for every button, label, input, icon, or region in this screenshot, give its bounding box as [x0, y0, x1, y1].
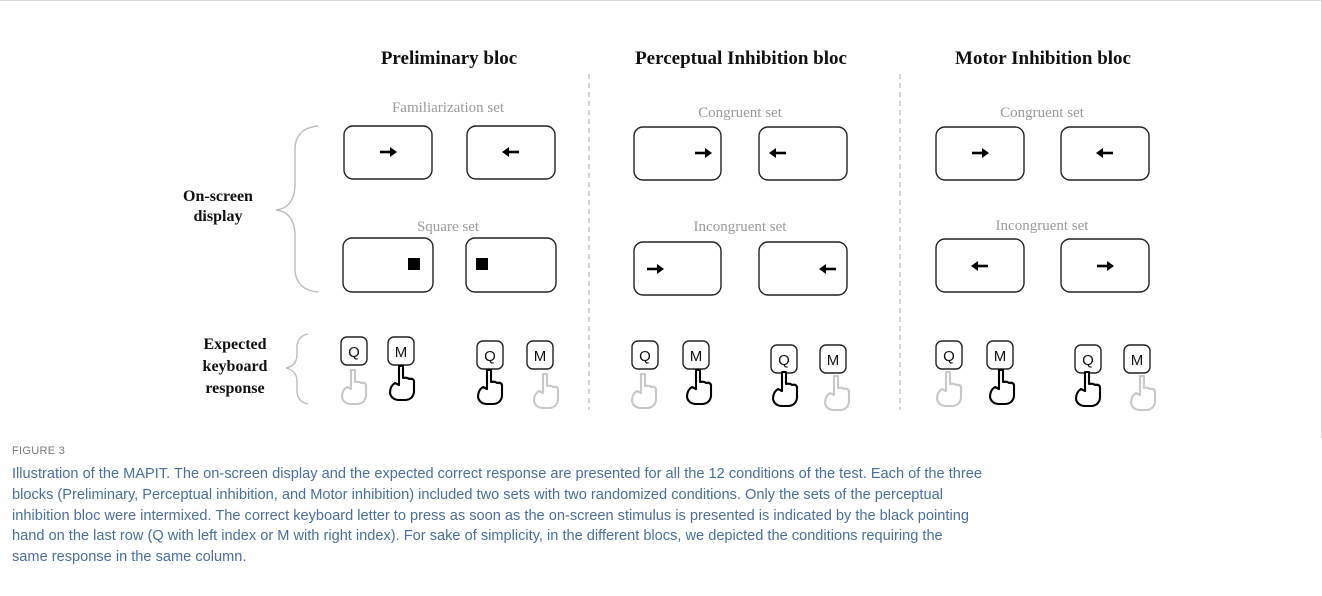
bloc-title-motor: Motor Inhibition bloc: [955, 48, 1131, 69]
screen-incongruent-motor-right: [1060, 238, 1150, 293]
hand-pointing-icon: [388, 364, 416, 402]
screen-congruent-motor-left: [1060, 126, 1150, 181]
screen-familiarization-right: [343, 125, 433, 180]
screen-congruent-perceptual-left: [758, 126, 848, 181]
set-label-congruent-motor: Congruent set: [1000, 105, 1085, 121]
caption-line: blocks (Preliminary, Perceptual inhibiti…: [12, 486, 943, 503]
svg-text:M: M: [994, 348, 1007, 365]
hand-idle-icon: [823, 374, 851, 412]
row-label-response-2: keyboard: [203, 358, 268, 375]
row-label-display-1: On-screen: [183, 188, 253, 205]
set-label-congruent-perceptual: Congruent set: [698, 105, 783, 121]
figure-caption: Illustration of the MAPIT. The on-screen…: [12, 464, 1308, 568]
hand-idle-icon: [630, 372, 658, 410]
row-label-response-3: response: [205, 380, 264, 397]
square-stimulus-icon: [408, 258, 420, 270]
square-stimulus-icon: [476, 258, 488, 270]
row-label-display-2: display: [194, 208, 243, 225]
bloc-title-perceptual: Perceptual Inhibition bloc: [635, 48, 847, 69]
hand-pointing-icon: [476, 368, 504, 406]
caption-line: inhibition bloc were intermixed. The cor…: [12, 507, 969, 524]
screen-congruent-perceptual-right: [633, 126, 722, 181]
screen-incongruent-perceptual-right-side: [758, 241, 848, 296]
screen-square-left: [465, 237, 557, 293]
hand-idle-icon: [1129, 374, 1157, 412]
row-label-response-1: Expected: [203, 336, 266, 353]
caption-line: same response in the same column.: [12, 549, 247, 566]
screen-familiarization-left: [466, 125, 556, 180]
svg-text:M: M: [395, 344, 408, 361]
bloc-title-preliminary: Preliminary bloc: [381, 48, 517, 69]
response-motor-q: Q M: [1074, 344, 1157, 412]
hand-pointing-icon: [771, 370, 799, 408]
response-perceptual-q: Q M: [770, 344, 851, 412]
brace-response: [285, 333, 309, 405]
svg-text:M: M: [690, 348, 703, 365]
hand-pointing-icon: [988, 368, 1016, 406]
svg-text:Q: Q: [943, 348, 955, 365]
screen-incongruent-motor-left: [935, 238, 1025, 293]
hand-pointing-icon: [1074, 370, 1102, 408]
mapit-figure: Preliminary bloc Perceptual Inhibition b…: [183, 48, 1157, 412]
caption-line: hand on the last row (Q with left index …: [12, 528, 943, 545]
svg-text:Q: Q: [348, 344, 360, 361]
response-motor-m: Q M: [935, 340, 1016, 408]
svg-text:M: M: [827, 352, 840, 369]
svg-text:M: M: [534, 348, 547, 365]
svg-text:Q: Q: [484, 348, 496, 365]
hand-idle-icon: [532, 372, 560, 410]
svg-text:Q: Q: [1082, 352, 1094, 369]
svg-text:Q: Q: [639, 348, 651, 365]
figure-frame-top: [0, 0, 1322, 1]
set-label-incongruent-motor: Incongruent set: [996, 218, 1090, 234]
set-label-familiarization: Familiarization set: [392, 100, 505, 116]
set-label-square: Square set: [417, 219, 480, 235]
screen-square-right: [342, 237, 434, 293]
hand-pointing-icon: [685, 368, 713, 406]
response-preliminary-q: Q M: [476, 340, 560, 410]
svg-text:M: M: [1131, 352, 1144, 369]
response-perceptual-m: Q M: [630, 340, 713, 410]
set-label-incongruent-perceptual: Incongruent set: [694, 219, 788, 235]
hand-idle-icon: [340, 368, 368, 406]
svg-text:Q: Q: [778, 352, 790, 369]
hand-idle-icon: [935, 370, 963, 408]
caption-line: Illustration of the MAPIT. The on-screen…: [12, 466, 982, 482]
screen-incongruent-perceptual-left-side: [633, 241, 722, 296]
brace-display: [275, 125, 319, 293]
response-preliminary-m: Q M: [340, 336, 416, 406]
figure-label: FIGURE 3: [12, 445, 66, 457]
screen-congruent-motor-right: [935, 126, 1025, 181]
